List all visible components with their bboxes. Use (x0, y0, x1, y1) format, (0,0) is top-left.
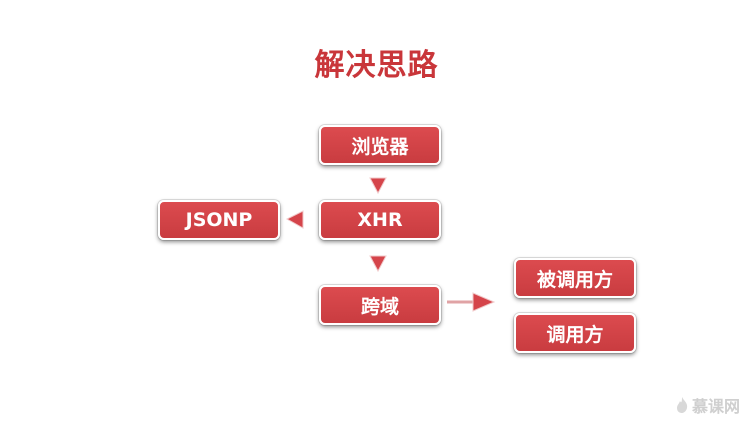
watermark: 慕课网 (675, 393, 740, 417)
watermark-text: 慕课网 (692, 397, 741, 416)
right-arrow-icon (447, 292, 496, 312)
node-caller: 调用方 (514, 313, 636, 353)
page-title: 解决思路 (314, 48, 439, 83)
down-arrow-icon (369, 255, 387, 273)
node-jsonp: JSONP (158, 200, 280, 240)
flame-icon (677, 397, 688, 413)
node-cross-domain: 跨域 (319, 285, 441, 325)
node-callee: 被调用方 (514, 258, 636, 298)
node-xhr: XHR (319, 200, 441, 240)
node-browser: 浏览器 (319, 125, 441, 165)
down-arrow-icon (369, 177, 387, 195)
left-arrow-icon (285, 210, 304, 229)
